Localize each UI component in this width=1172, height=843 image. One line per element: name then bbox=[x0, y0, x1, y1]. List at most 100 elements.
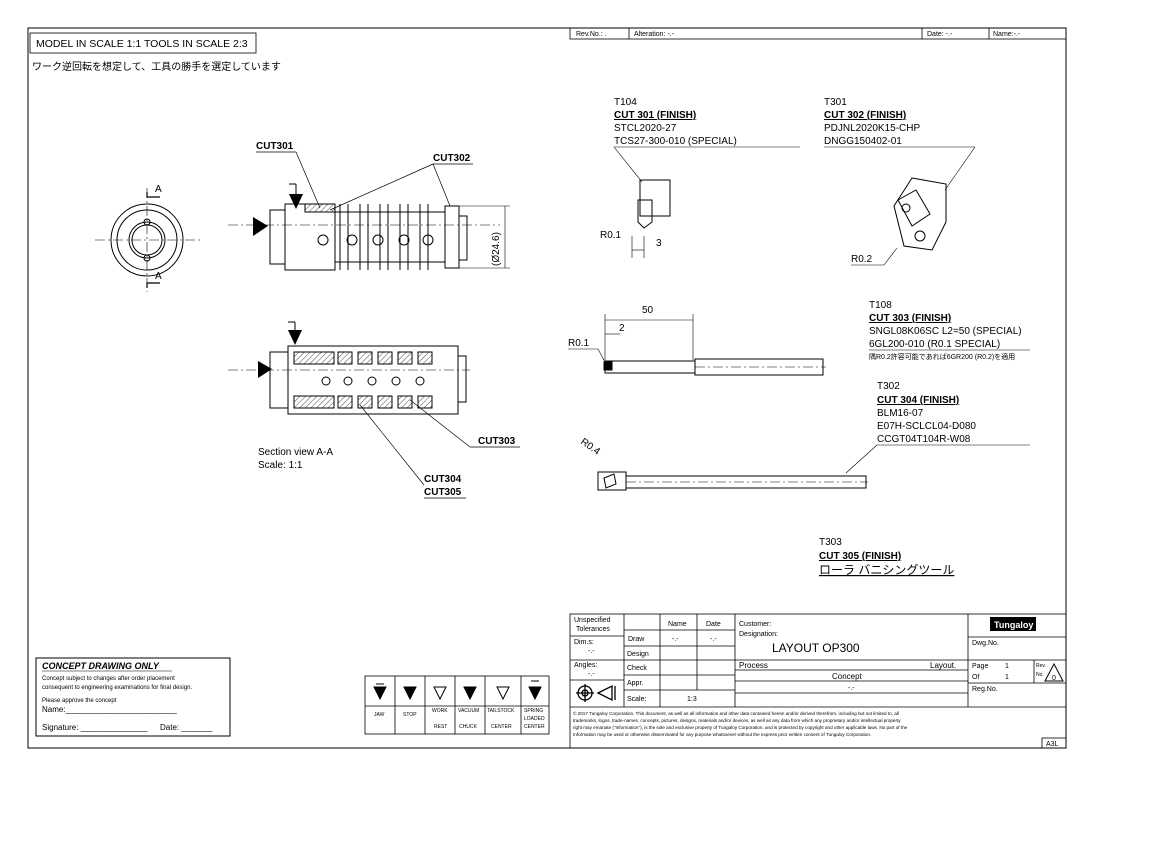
tb-of-val: 1 bbox=[1005, 674, 1009, 681]
t302-line2: E07H-SCLCL04-D080 bbox=[877, 421, 976, 432]
tb-dims: Dim.s: bbox=[574, 639, 594, 646]
t302-cut: CUT 304 (FINISH) bbox=[877, 395, 959, 406]
tb-customer: Customer: bbox=[739, 621, 771, 628]
tb-layout-title: LAYOUT OP300 bbox=[772, 641, 860, 655]
tb-designation: Designation: bbox=[739, 631, 778, 638]
t303-desc: ローラ バニシングツール bbox=[819, 563, 954, 577]
t301-cut: CUT 302 (FINISH) bbox=[824, 110, 906, 121]
t302-id: T302 bbox=[877, 381, 900, 392]
sym-label-stop: STOP bbox=[403, 712, 417, 718]
section-title: Section view A-A bbox=[258, 447, 333, 458]
tb-concept: Concept bbox=[832, 672, 863, 681]
end-view bbox=[95, 188, 200, 292]
sym-label-chuck: CHUCK bbox=[459, 724, 477, 730]
concept-title: CONCEPT DRAWING ONLY bbox=[42, 661, 160, 671]
tb-dash: -.- bbox=[848, 685, 855, 692]
tb-copyright-3: right may emanate ("Information"), is th… bbox=[573, 725, 908, 730]
t104-holder: STCL2020-27 bbox=[614, 123, 677, 134]
t301-insert: DNGG150402-01 bbox=[824, 136, 902, 147]
sym-label-center: CENTER bbox=[491, 724, 512, 730]
t104-id: T104 bbox=[614, 97, 637, 108]
sym-label-work: WORK bbox=[432, 708, 448, 714]
tb-row-design: Design bbox=[627, 651, 649, 658]
t303-id: T303 bbox=[819, 537, 842, 548]
sym-label-rest: REST bbox=[434, 724, 447, 730]
sym-label-loaded: LOADED bbox=[524, 716, 545, 722]
rev-name: Name:-.- bbox=[993, 31, 1021, 38]
concept-line1: Concept subject to changes after order p… bbox=[42, 676, 175, 682]
title-block bbox=[569, 613, 1067, 749]
tb-scale-val: 1:3 bbox=[687, 696, 697, 703]
sym-label-tailstock: TAILSTOCK bbox=[487, 708, 515, 714]
cut301-label: CUT301 bbox=[256, 141, 294, 152]
t303-cut: CUT 305 (FINISH) bbox=[819, 551, 901, 562]
tb-dwg-no: Dwg.No. bbox=[972, 640, 999, 647]
tb-rev-val: 0 bbox=[1052, 675, 1056, 682]
rev-triangle-icon bbox=[1044, 662, 1064, 682]
t108-note: 隅R0.2許容可能であれば6GR200 (R0.2)を適用 bbox=[869, 352, 1015, 361]
sheet-border bbox=[27, 27, 1067, 749]
t104-radius: R0.1 bbox=[600, 230, 622, 241]
tb-row-draw: Draw bbox=[628, 636, 645, 643]
section-mark-top: A bbox=[155, 184, 162, 195]
alteration: Alteration: -.- bbox=[634, 31, 675, 38]
t104-tool bbox=[631, 179, 671, 258]
t302-line1: BLM16-07 bbox=[877, 408, 924, 419]
tb-of: Of bbox=[972, 674, 979, 681]
work-rest-icon bbox=[433, 686, 447, 701]
tb-copyright-2: trademarks, logos, trade-names, concepts… bbox=[573, 718, 901, 723]
brand-logo: Tungaloy bbox=[990, 617, 1036, 631]
diameter-dim: (Ø24.6) bbox=[491, 232, 502, 266]
vacuum-chuck-icon bbox=[463, 686, 477, 701]
concept-box: CONCEPT DRAWING ONLY Concept subject to … bbox=[35, 657, 231, 737]
cut304-label: CUT304 bbox=[424, 474, 462, 485]
tb-copyright-1: © 2017 Tungaloy Corporation. This docume… bbox=[573, 710, 899, 716]
section-mark-bottom: A bbox=[155, 271, 162, 282]
t104-insert: TCS27-300-010 (SPECIAL) bbox=[614, 136, 737, 147]
svg-text:Tungaloy: Tungaloy bbox=[994, 620, 1033, 630]
t108-dim-small: 2 bbox=[619, 323, 625, 334]
tb-page-val: 1 bbox=[1005, 663, 1009, 670]
concept-line3: Please approve the concept bbox=[42, 698, 117, 704]
tb-angles-val: -.- bbox=[588, 671, 595, 678]
t108-radius: R0.1 bbox=[568, 338, 590, 349]
tb-layout-short: Layout. bbox=[930, 661, 956, 670]
t108-holder: SNGL08K06SC L2=50 (SPECIAL) bbox=[869, 326, 1022, 337]
tb-draw-date: -.- bbox=[710, 636, 717, 643]
sym-label-spring-center: CENTER bbox=[524, 724, 545, 730]
sym-label-jaw: JAW bbox=[374, 712, 385, 718]
revision-bar: Rev.No.: . Alteration: -.- Date: -.- Nam… bbox=[569, 27, 1067, 40]
t301-id: T301 bbox=[824, 97, 847, 108]
tb-scale-label: Scale: bbox=[627, 696, 647, 703]
scale-note: MODEL IN SCALE 1:1 TOOLS IN SCALE 2:3 bbox=[36, 38, 248, 50]
stop-arrow-2 bbox=[288, 330, 302, 345]
tb-tolerances: Tolerances bbox=[576, 626, 610, 633]
t302-line3: CCGT04T104R-W08 bbox=[877, 434, 971, 445]
cut305-label: CUT305 bbox=[424, 487, 462, 498]
tb-page: Page bbox=[972, 663, 988, 670]
t108-cut: CUT 303 (FINISH) bbox=[869, 313, 951, 324]
concept-line2: consequent to engineering examinations f… bbox=[42, 685, 192, 691]
rev-no: Rev.No.: . bbox=[576, 31, 607, 38]
t108-dim-length: 50 bbox=[642, 305, 654, 316]
tb-dims-val: -.- bbox=[588, 648, 595, 655]
cut303-label: CUT303 bbox=[478, 436, 516, 447]
tb-col-name: Name bbox=[668, 621, 687, 628]
tb-unspecified: Unspecified bbox=[574, 617, 611, 624]
clamp-arrow-1 bbox=[253, 217, 268, 236]
tb-row-check: Check bbox=[627, 665, 647, 672]
t301-radius: R0.2 bbox=[851, 254, 873, 265]
t104-dim: 3 bbox=[656, 238, 662, 249]
t108-insert: 6GL200-010 (R0.1 SPECIAL) bbox=[869, 339, 1000, 350]
t104-cut: CUT 301 (FINISH) bbox=[614, 110, 696, 121]
symbol-icons bbox=[373, 680, 542, 701]
stop-icon bbox=[403, 686, 417, 701]
section-view bbox=[228, 345, 470, 415]
concept-name: Name:_________________________ bbox=[42, 705, 177, 714]
tolerance-symbol bbox=[576, 684, 616, 702]
tb-copyright-4: Information may be used or otherwise dis… bbox=[573, 732, 871, 737]
tb-process: Process bbox=[739, 661, 768, 670]
tb-angles: Angles: bbox=[574, 662, 597, 669]
cut302-label: CUT302 bbox=[433, 153, 471, 164]
t301-holder: PDJNL2020K15-CHP bbox=[824, 123, 920, 134]
